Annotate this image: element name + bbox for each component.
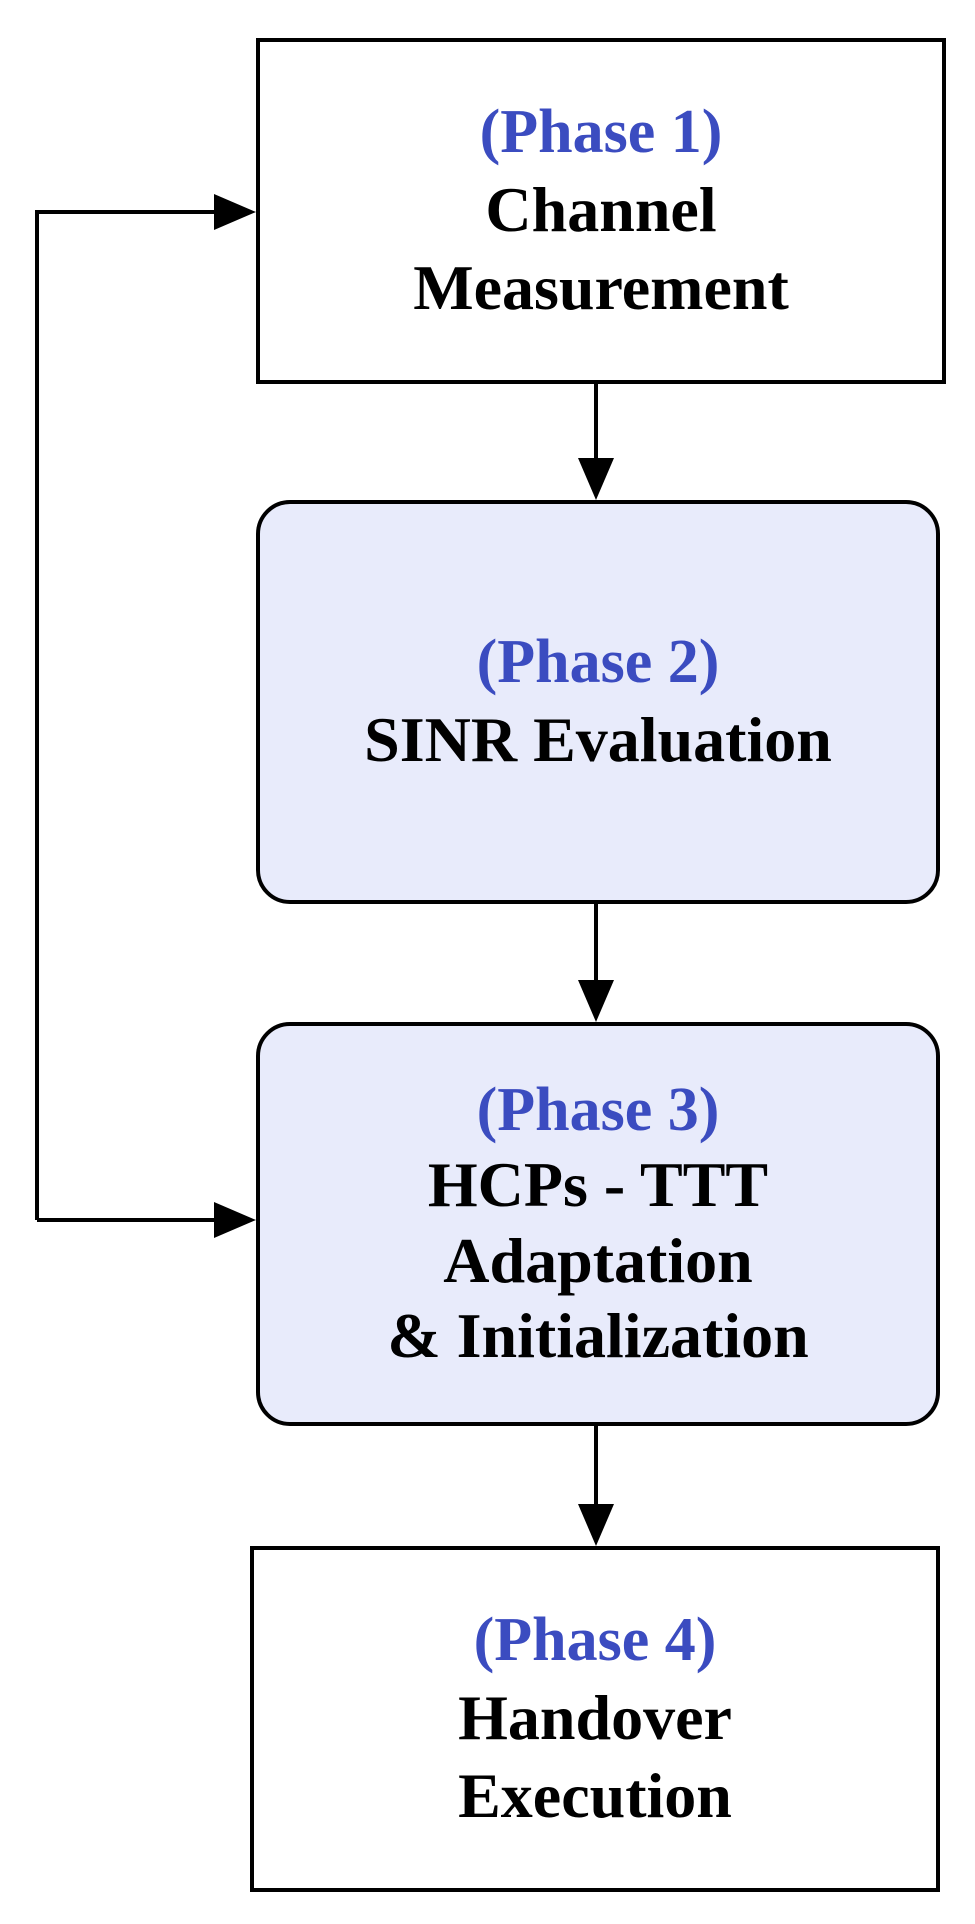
phase2-line1: SINR Evaluation [364,703,832,775]
phase3-label: (Phase 3) [476,1076,720,1145]
phase4-line1: Handover [458,1681,732,1753]
phase2-label: (Phase 2) [476,628,720,697]
phase3-line3: & Initialization [387,1300,809,1372]
phase3-line1: HCPs - TTT [427,1149,769,1221]
phase3-box: (Phase 3) HCPs - TTT Adaptation & Initia… [256,1022,940,1426]
arrowhead-phase4 [578,1504,614,1546]
phase3-line2: Adaptation [443,1224,753,1296]
arrowhead-feedback-phase1 [214,194,256,230]
phase1-label: (Phase 1) [479,98,723,167]
phase1-box: (Phase 1) Channel Measurement [256,38,946,384]
phase1-line1: Channel [485,173,717,245]
arrowhead-phase2 [578,458,614,500]
arrowhead-loop-phase3 [214,1202,256,1238]
phase4-line2: Execution [458,1759,732,1831]
phase4-box: (Phase 4) Handover Execution [250,1546,940,1892]
phase1-line2: Measurement [413,251,789,323]
phase2-box: (Phase 2) SINR Evaluation [256,500,940,904]
phase4-label: (Phase 4) [473,1606,717,1675]
feedback-loop-line [35,210,216,1220]
arrowhead-phase3 [578,980,614,1022]
